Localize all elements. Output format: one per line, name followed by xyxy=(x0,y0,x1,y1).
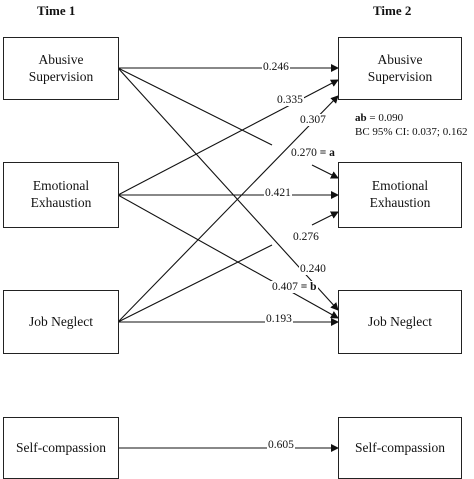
coef-ee-ab: 0.335 xyxy=(276,94,304,106)
t1-selfcomp-label: Self-compassion xyxy=(16,439,106,455)
coef-sc-sc: 0.605 xyxy=(267,439,295,451)
indirect-effect-label: ab xyxy=(355,112,367,124)
t1-abusive-supervision-box: Abusive Supervision xyxy=(3,37,119,100)
indirect-effect-note: ab = 0.090 BC 95% CI: 0.037; 0.162 xyxy=(355,112,467,140)
path-ee-to-ab xyxy=(117,79,339,196)
indirect-effect-line: ab = 0.090 xyxy=(355,112,467,126)
coef-ee-jn-value: 0.407 xyxy=(272,281,298,293)
coef-ab-ee-mark: = a xyxy=(319,147,335,159)
coef-ab-jn: 0.240 xyxy=(299,263,327,275)
t1-self-compassion-box: Self-compassion xyxy=(3,417,119,479)
t1-abusive-line2: Supervision xyxy=(28,68,94,84)
indirect-effect-value: = 0.090 xyxy=(369,112,404,124)
coef-ee-jn-mark: = b xyxy=(300,281,317,293)
t2-abusive-line2: Supervision xyxy=(367,68,433,84)
t2-neglect-label: Job Neglect xyxy=(367,313,433,329)
time1-header: Time 1 xyxy=(37,3,76,18)
t2-emotional-line2: Exhaustion xyxy=(369,195,431,210)
t1-emotional-line2: Exhaustion xyxy=(30,195,92,210)
coef-ab-ee-value: 0.270 xyxy=(291,147,317,159)
path-jn-to-ab xyxy=(117,95,339,323)
path-ab-to-ee-arrow xyxy=(311,164,339,179)
path-jn-to-ee xyxy=(117,244,273,323)
coef-jn-jn: 0.193 xyxy=(265,313,293,325)
path-jn-to-ee-arrow xyxy=(311,211,339,226)
coef-ee-ee: 0.421 xyxy=(264,187,292,199)
indirect-effect-ci: BC 95% CI: 0.037; 0.162 xyxy=(355,125,468,138)
t2-abusive-supervision-box: Abusive Supervision xyxy=(338,37,462,100)
t2-abusive-line1: Abusive xyxy=(377,51,423,67)
coef-ee-jn: 0.407 = b xyxy=(271,281,318,293)
t1-job-neglect-box: Job Neglect xyxy=(3,290,119,354)
t2-job-neglect-box: Job Neglect xyxy=(338,290,462,354)
t2-emotional-line1: Emotional xyxy=(371,178,429,194)
t2-selfcomp-label: Self-compassion xyxy=(355,439,445,455)
coef-jn-ab: 0.307 xyxy=(299,114,327,126)
t1-abusive-line1: Abusive xyxy=(38,51,84,67)
path-ee-to-jn xyxy=(117,194,339,319)
t1-emotional-exhaustion-box: Emotional Exhaustion xyxy=(3,162,119,228)
path-ab-to-ee xyxy=(117,67,273,146)
t1-emotional-line1: Emotional xyxy=(32,178,90,194)
t1-neglect-label: Job Neglect xyxy=(28,313,94,329)
coef-jn-ee: 0.276 xyxy=(292,231,320,243)
time2-header: Time 2 xyxy=(373,3,412,18)
coef-ab-ab: 0.246 xyxy=(262,61,290,73)
t2-self-compassion-box: Self-compassion xyxy=(338,417,462,479)
t2-emotional-exhaustion-box: Emotional Exhaustion xyxy=(338,162,462,228)
coef-ab-ee: 0.270 = a xyxy=(290,147,336,159)
